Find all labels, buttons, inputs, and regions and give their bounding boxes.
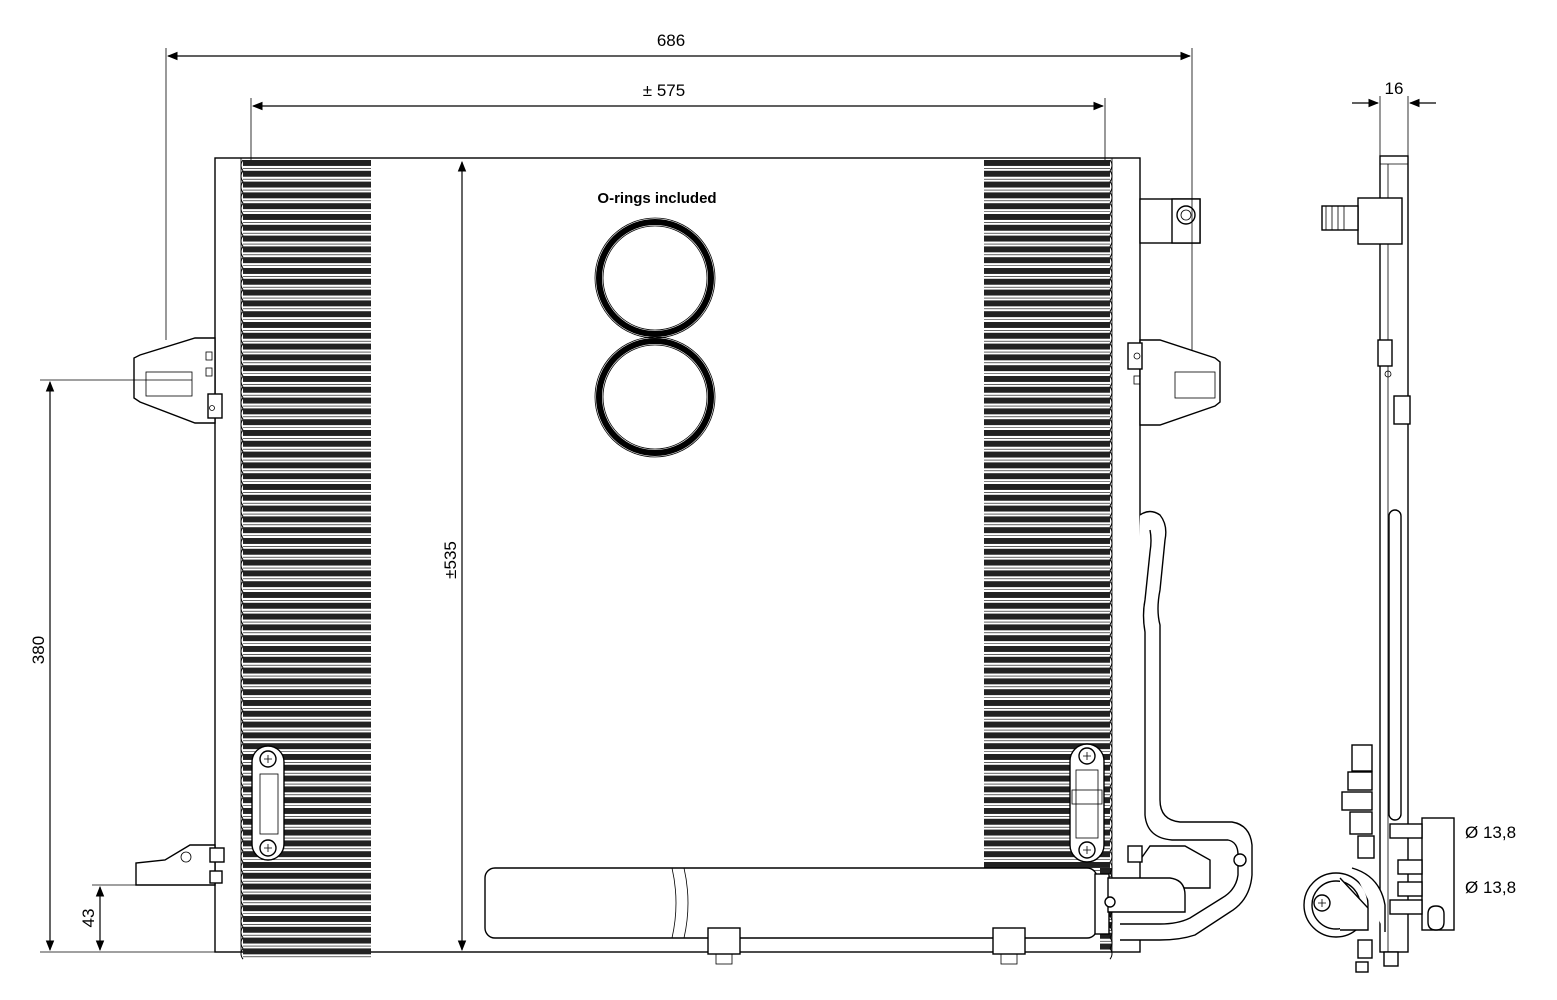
left-mounting-clip — [251, 745, 285, 861]
dimension-core-height: ±535 — [441, 541, 460, 579]
dimension-core-width: ± 575 — [643, 81, 685, 100]
refrigerant-pipe — [1104, 510, 1253, 941]
fins-left — [243, 160, 371, 958]
side-view-clips — [1341, 744, 1375, 859]
dimension-overall-width: 686 — [657, 31, 685, 50]
front-view: O-rings included — [133, 157, 1253, 965]
side-view-drier — [1303, 867, 1399, 973]
right-top-port — [1139, 198, 1201, 244]
left-tank-scallop — [240, 159, 244, 960]
side-view-flange — [1389, 817, 1455, 931]
dimension-pipe-diameter-2: Ø 13,8 — [1465, 878, 1516, 897]
side-view: 16 — [1303, 79, 1516, 973]
dimension-lines: 686 ± 575 ±535 380 43 — [29, 31, 1193, 953]
left-bottom-bracket — [135, 844, 225, 886]
right-mid-bracket — [1127, 339, 1221, 426]
right-tank-scallop — [1109, 159, 1113, 960]
dimension-lower-mount: 43 — [79, 909, 98, 928]
side-view-port — [1321, 197, 1403, 245]
left-top-bracket — [133, 337, 223, 424]
dimension-pipe-diameter-1: Ø 13,8 — [1465, 823, 1516, 842]
right-mounting-clip — [1069, 743, 1105, 863]
o-ring-2 — [594, 336, 716, 458]
fins-right — [984, 160, 1110, 871]
o-rings-note: O-rings included — [597, 190, 716, 207]
dimension-depth: 16 — [1385, 79, 1404, 98]
receiver-drier — [484, 867, 1110, 965]
dimension-mount-height: 380 — [29, 636, 48, 664]
